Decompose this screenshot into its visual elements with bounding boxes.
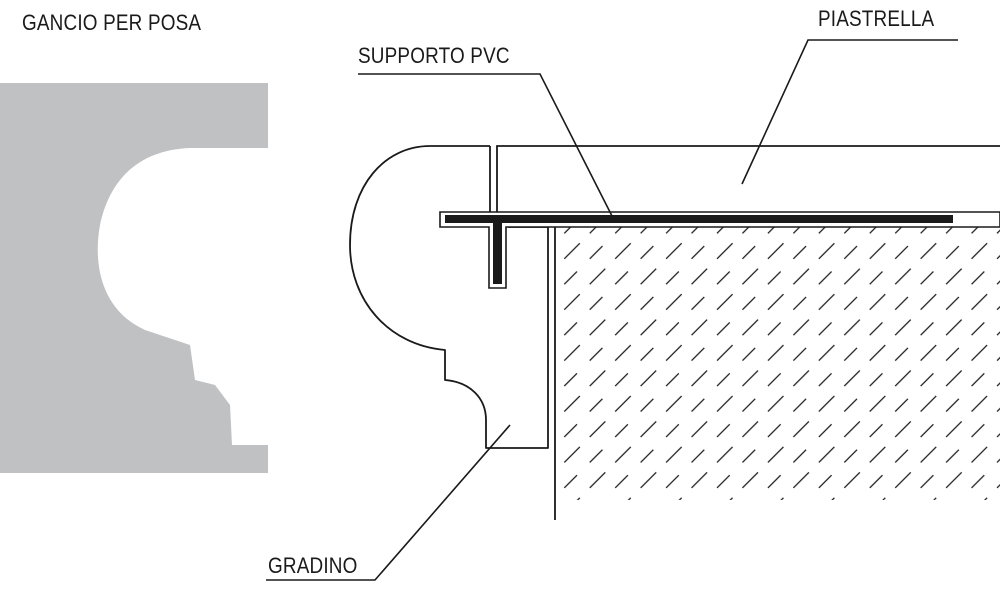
piastrella-leader-line: [741, 39, 958, 185]
label-piastrella: PIASTRELLA: [818, 6, 935, 31]
gradino-leader-line: [266, 424, 511, 581]
supporto-leader-line: [358, 73, 613, 217]
supporto-pvc-core: [445, 215, 953, 223]
gradino-outline: [349, 145, 549, 449]
piastrella-outline: [496, 145, 1000, 214]
supporto-pvc-stem: [493, 219, 502, 284]
gancio-profile-shape: [0, 83, 268, 473]
substrate-block: [555, 224, 1000, 500]
label-gancio-per-posa: GANCIO PER POSA: [22, 10, 202, 35]
label-gradino: GRADINO: [268, 553, 358, 578]
label-supporto-pvc: SUPPORTO PVC: [358, 43, 510, 68]
